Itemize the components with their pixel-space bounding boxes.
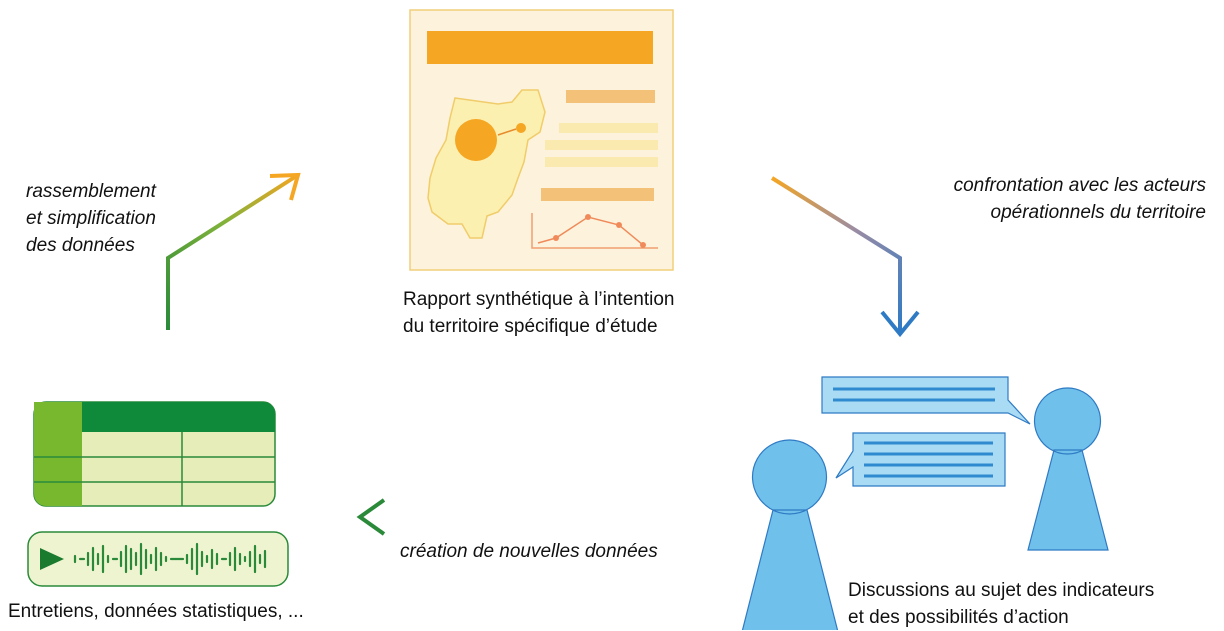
speech-bubble-icon — [821, 376, 1031, 425]
audio-waveform-icon — [27, 531, 289, 587]
person-icon — [1027, 387, 1109, 551]
play-icon — [40, 548, 64, 570]
speech-bubble-icon — [835, 432, 1006, 487]
table-icon — [33, 401, 276, 507]
discussion-caption: Discussions au sujet des indicateurs et … — [848, 580, 1155, 628]
create-label: création de nouvelles données — [400, 541, 658, 562]
gather-arrow — [166, 172, 301, 330]
gather-label: rassemblement et simplification des donn… — [26, 181, 156, 256]
report-mini-chart — [531, 213, 658, 249]
report-document-icon — [409, 9, 674, 271]
create-arrow — [356, 498, 714, 536]
confront-arrow — [770, 176, 920, 338]
confront-label: confrontation avec les acteurs opération… — [953, 175, 1206, 223]
person-icon — [741, 439, 839, 630]
report-caption: Rapport synthétique à l’intention du ter… — [403, 289, 675, 337]
data-caption: Entretiens, données statistiques, ... — [8, 601, 304, 622]
